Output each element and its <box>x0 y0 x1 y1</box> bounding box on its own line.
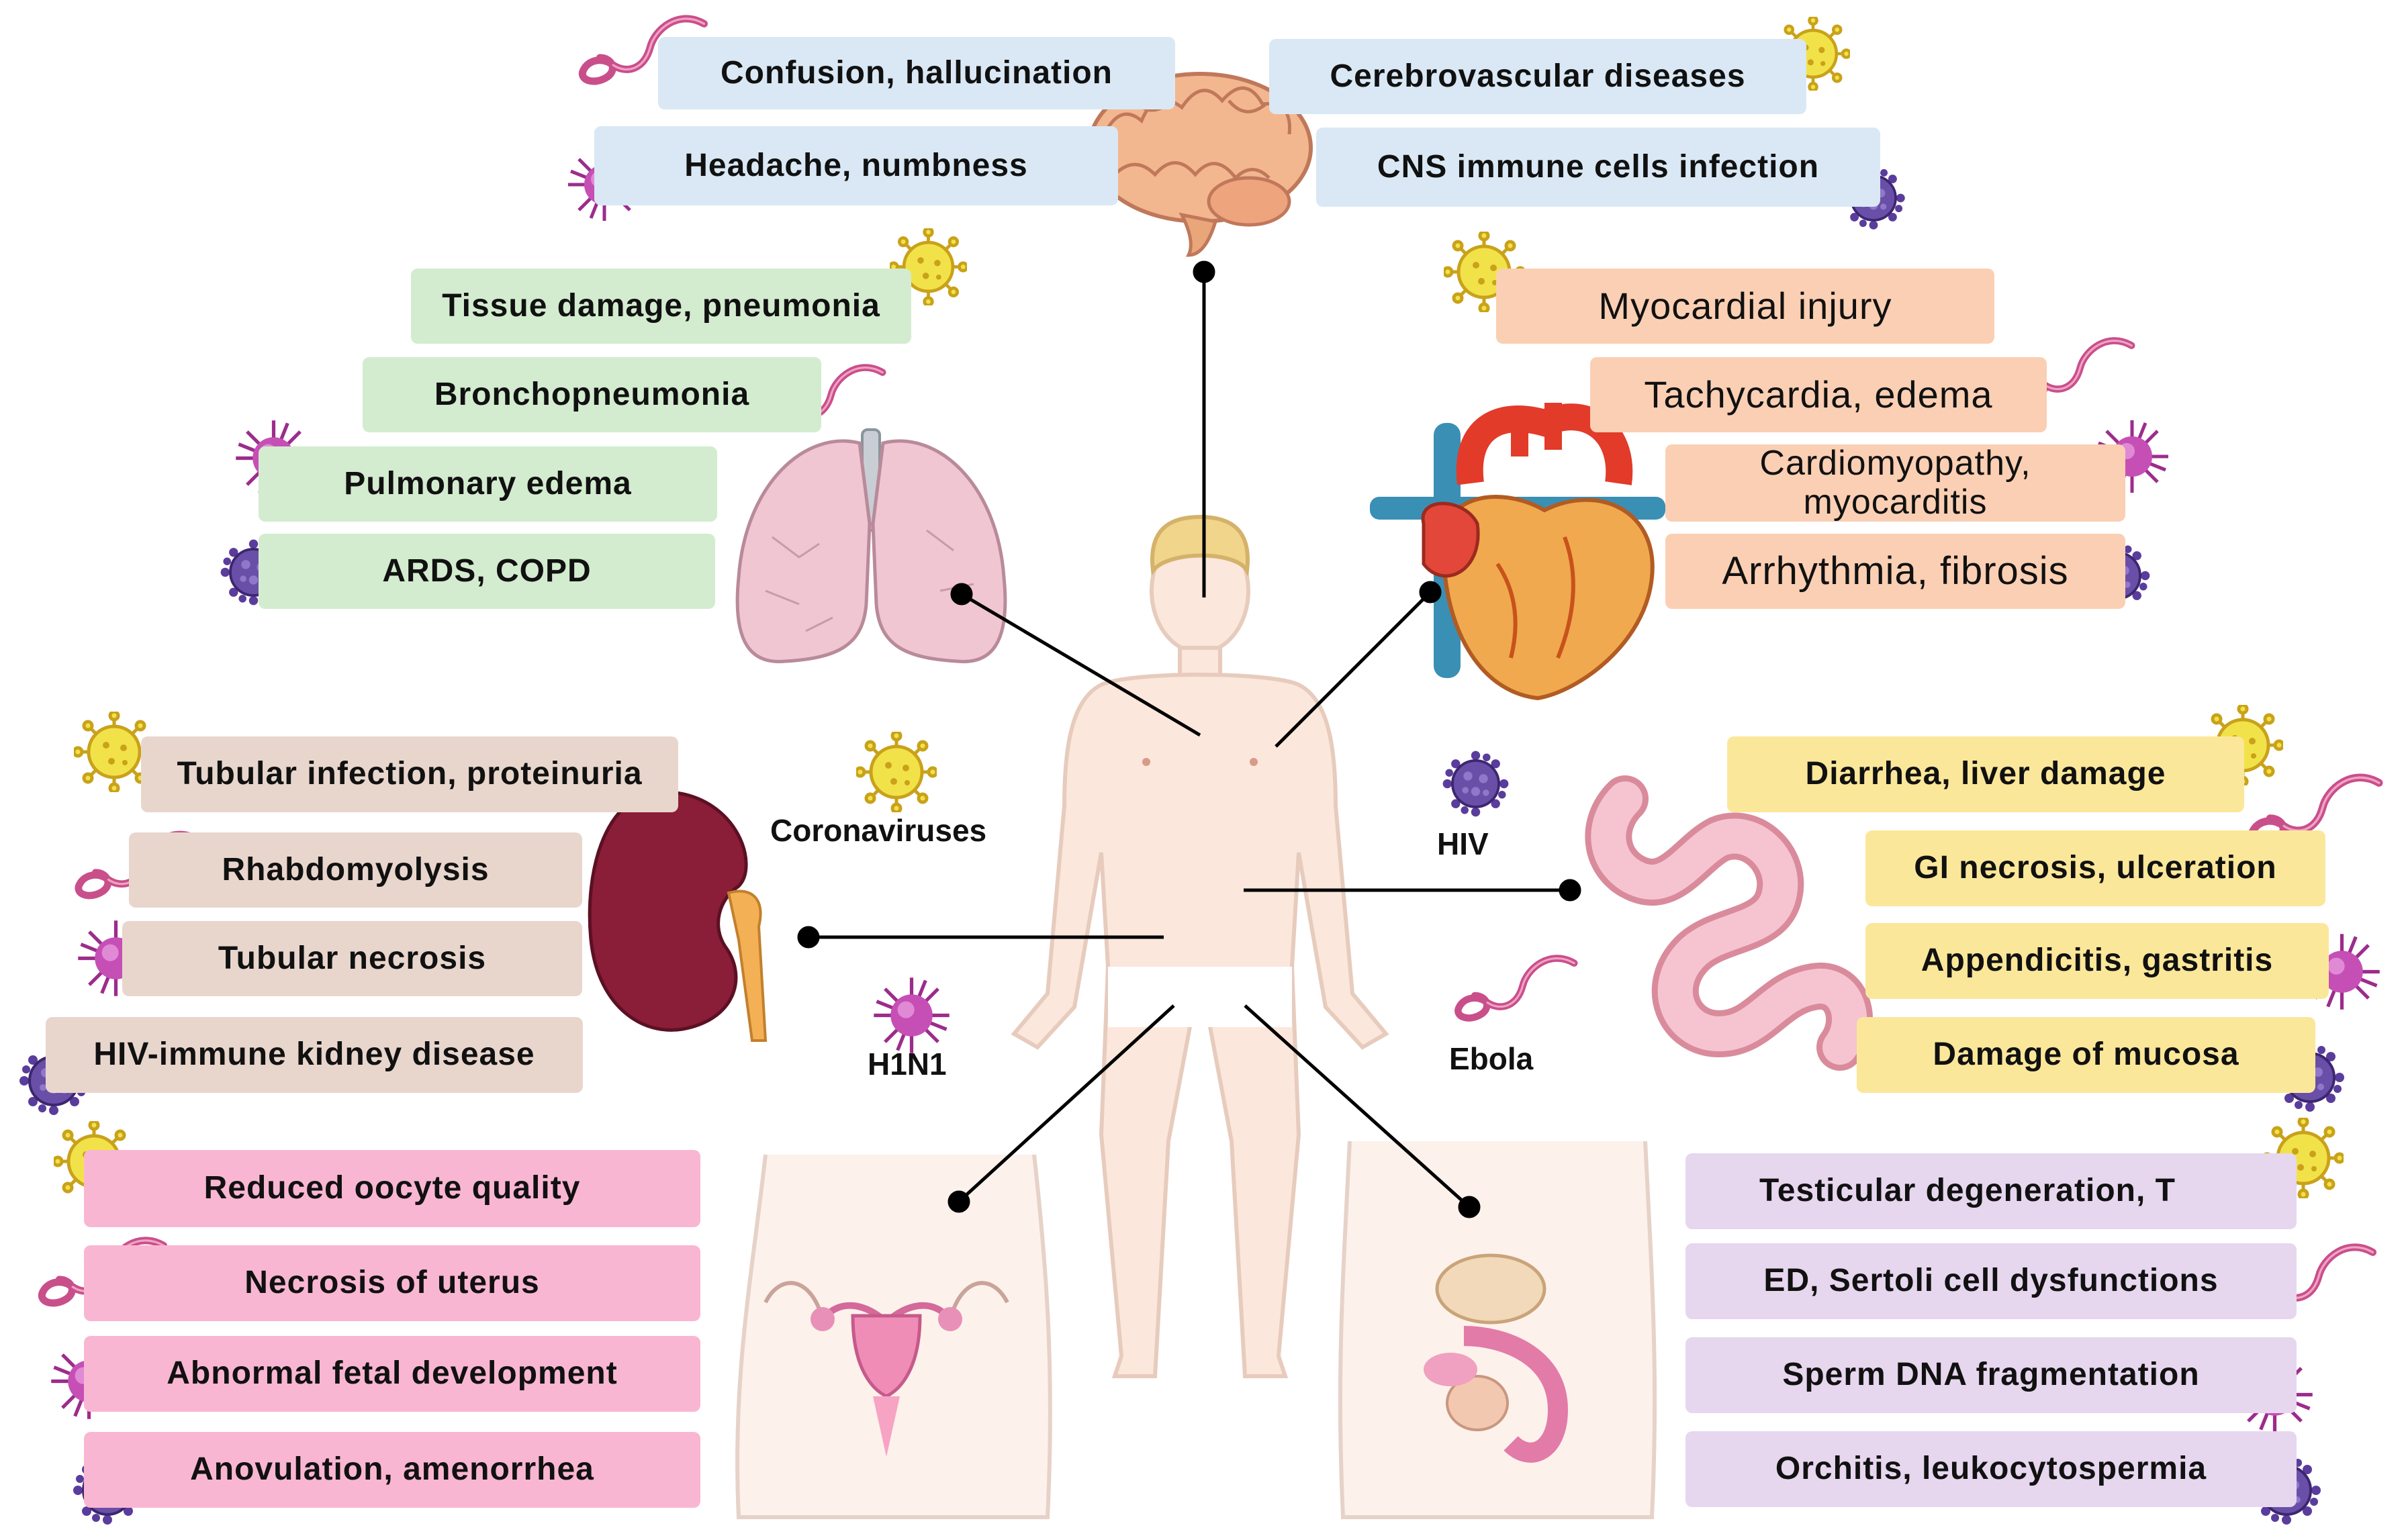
virus-label-h1n1: H1N1 <box>868 1047 947 1081</box>
coronavirus-icon <box>856 732 937 812</box>
effect-label: Tissue damage, pneumonia <box>411 269 911 344</box>
effect-label: Tachycardia, edema <box>1590 357 2047 432</box>
effect-label: Rhabdomyolysis <box>129 832 582 908</box>
effect-label: CNS immune cells infection <box>1316 128 1880 207</box>
effect-label: Tubular infection, proteinuria <box>141 736 678 812</box>
effect-label: Damage of mucosa <box>1857 1017 2315 1093</box>
effect-label-line: myocarditis <box>1803 482 1988 522</box>
effect-label: ARDS, COPD <box>259 534 715 609</box>
effect-label: Cerebrovascular diseases <box>1269 39 1806 114</box>
effect-label: GI necrosis, ulceration <box>1865 830 2325 906</box>
virus-label-ebola: Ebola <box>1449 1041 1534 1076</box>
h1n1-virus-icon <box>874 977 950 1053</box>
effect-label: Orchitis, leukocytospermia <box>1685 1431 2297 1507</box>
effect-label: Bronchopneumonia <box>363 357 821 432</box>
effect-label: Testicular degeneration, T <box>1685 1153 2297 1229</box>
kidney-illustration <box>588 790 768 1042</box>
effect-label: Headache, numbness <box>594 126 1118 205</box>
ebola-virus-icon <box>1458 959 1574 1018</box>
effect-label: Anovulation, amenorrhea <box>84 1432 700 1508</box>
effect-label: Necrosis of uterus <box>84 1245 700 1321</box>
effect-label: Appendicitis, gastritis <box>1865 923 2329 999</box>
hiv-virus-icon <box>1441 749 1510 818</box>
virus-label-coronaviruses: Coronaviruses <box>770 813 987 848</box>
lungs-illustration <box>735 428 1007 664</box>
effect-label: Pulmonary edema <box>259 446 717 522</box>
effect-label: Abnormal fetal development <box>84 1336 700 1412</box>
effect-label: Myocardial injury <box>1496 269 1994 344</box>
connector-lines <box>797 260 1581 1218</box>
effect-label: ED, Sertoli cell dysfunctions <box>1685 1243 2297 1319</box>
effect-label: Cardiomyopathy, myocarditis <box>1665 444 2125 522</box>
effect-label: Diarrhea, liver damage <box>1727 736 2244 812</box>
effect-label: Tubular necrosis <box>122 921 582 996</box>
effect-label: Sperm DNA fragmentation <box>1685 1337 2297 1413</box>
effect-label: Arrhythmia, fibrosis <box>1665 534 2125 609</box>
male-pelvis-illustration <box>1338 1141 1657 1519</box>
female-pelvis-illustration <box>735 1154 1052 1519</box>
human-body-illustration <box>1011 514 1389 1378</box>
heart-illustration <box>1370 403 1665 701</box>
virus-label-hiv: HIV <box>1437 826 1489 861</box>
intestine-illustration <box>1585 775 1874 1071</box>
effect-label: Reduced oocyte quality <box>84 1150 700 1227</box>
effect-label: Confusion, hallucination <box>658 37 1175 109</box>
effect-label-line: Cardiomyopathy, <box>1759 444 2031 483</box>
effect-label: HIV-immune kidney disease <box>46 1017 583 1093</box>
brain-illustration <box>1087 72 1313 257</box>
